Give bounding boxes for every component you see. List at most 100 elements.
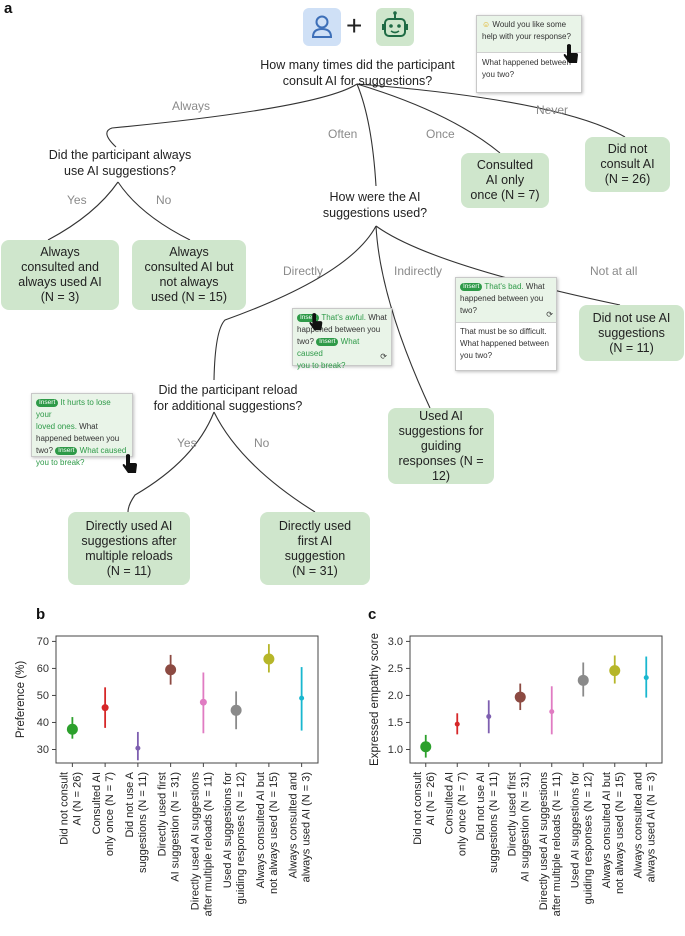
y-tick-label: 1.5	[388, 717, 403, 729]
panel-label-b: b	[36, 606, 46, 623]
x-tick-label: Directly used first	[506, 772, 518, 856]
help-prompt-header: ☺ Would you like some help with your res…	[477, 16, 581, 53]
data-point	[299, 695, 305, 701]
data-point	[263, 653, 275, 665]
x-tick-label: AI suggestion (N = 31)	[519, 772, 531, 882]
edge-label-no1: No	[156, 193, 172, 207]
reload-icon: ⟳	[380, 352, 387, 361]
suggestion-card-bad-body: That must be so difficult. What happened…	[460, 327, 549, 360]
x-tick-label: Always consulted and	[632, 772, 644, 878]
data-point	[420, 741, 432, 753]
data-point	[199, 698, 207, 706]
edge-label-always: Always	[172, 99, 211, 113]
question-always-use: Did the participant always use AI sugges…	[48, 148, 192, 178]
x-tick-label: suggestions (N = 11)	[488, 772, 500, 873]
insert-pill: Insert	[36, 399, 59, 407]
y-tick-label: 2.0	[388, 690, 403, 702]
panel-label-c: c	[368, 606, 377, 623]
x-tick-label: always used AI (N = 3)	[301, 772, 313, 882]
participant-icon	[303, 8, 341, 46]
y-tick-label: 2.5	[388, 663, 403, 675]
edge-label-not-at-all: Not at all	[590, 264, 638, 278]
edge-label-yes1: Yes	[67, 193, 87, 207]
edge-label-directly: Directly	[283, 264, 324, 278]
data-point	[514, 691, 526, 703]
x-tick-label: Directly used AI suggestions	[538, 772, 550, 911]
x-tick-label: only once (N = 7)	[456, 772, 468, 856]
data-point	[486, 714, 492, 720]
x-tick-label: always used AI (N = 3)	[645, 772, 657, 882]
edge-no2-line	[213, 411, 316, 513]
data-point	[549, 709, 555, 715]
x-tick-label: Used AI suggestions for	[222, 772, 234, 889]
edge-not-at-all-line	[375, 225, 621, 306]
data-point	[66, 723, 78, 735]
x-tick-label: AI suggestion (N = 31)	[170, 772, 182, 882]
help-prompt-card: ☺ Would you like some help with your res…	[476, 15, 582, 93]
insert-pill: Insert	[55, 447, 78, 455]
edge-often-line	[356, 83, 377, 187]
edge-label-yes2: Yes	[177, 436, 197, 450]
x-tick-label: after multiple reloads (N = 11)	[202, 772, 214, 916]
y-tick-label: 70	[37, 636, 49, 648]
help-prompt-line2: help with your response?	[482, 32, 571, 41]
data-point	[609, 665, 621, 677]
x-tick-label: Used AI suggestions for	[569, 772, 581, 889]
y-tick-label: 1.0	[388, 744, 403, 756]
pointer-hand-icon	[122, 454, 137, 473]
x-tick-label: Consulted AI	[443, 772, 455, 834]
root-question: How many times did the participant consu…	[260, 58, 455, 88]
edge-label-no2: No	[254, 436, 270, 450]
y-tick-label: 60	[37, 663, 49, 675]
x-tick-label: not always used (N = 15)	[614, 772, 626, 894]
data-point	[135, 745, 141, 751]
edge-label-never: Never	[536, 103, 569, 117]
x-tick-label: guiding responses (N = 12)	[582, 772, 594, 904]
edge-label-often: Often	[328, 127, 358, 141]
x-tick-label: guiding responses (N = 12)	[235, 772, 247, 904]
edge-never-line	[356, 83, 626, 138]
pointer-hand-icon	[309, 313, 323, 331]
help-prompt-body: What happened between you two?	[482, 58, 571, 79]
panel-label-a: a	[4, 0, 13, 17]
x-tick-label: AI (N = 26)	[425, 772, 437, 826]
x-tick-label: not always used (N = 15)	[268, 772, 280, 894]
insert-pill: Insert	[460, 283, 483, 291]
help-prompt-line1: Would you like some	[492, 20, 567, 29]
y-tick-label: 30	[37, 744, 49, 756]
plot-frame	[55, 635, 319, 764]
x-tick-label: only once (N = 7)	[104, 772, 116, 856]
question-how-used: How were the AI suggestions used?	[322, 190, 428, 220]
pointer-hand-icon	[563, 44, 578, 63]
suggestion-card-hurts: Insert It hurts to lose your loved ones.…	[31, 393, 137, 473]
suggestion-card-awful: Insert That's awful. What happened betwe…	[292, 308, 392, 370]
x-tick-label: Consulted AI	[91, 772, 103, 834]
x-tick-label: Did not use A	[124, 771, 136, 837]
edge-once-line	[356, 83, 501, 154]
y-tick-label: 50	[37, 690, 49, 702]
data-point	[577, 674, 589, 686]
plot-frame	[409, 635, 663, 764]
x-tick-label: Always consulted and	[288, 772, 300, 878]
y-tick-label: 40	[37, 717, 49, 729]
x-tick-label: Did not consult	[412, 772, 424, 845]
smile-icon: ☺	[482, 20, 491, 29]
edge-yes1-line	[47, 181, 119, 241]
x-tick-label: Always consulted AI but	[601, 772, 613, 888]
x-tick-label: Did not consult	[58, 772, 70, 845]
suggestion-card-bad-top: Insert That's bad. What happened between…	[456, 278, 556, 323]
x-tick-label: Directly used first	[157, 772, 169, 856]
data-point	[643, 675, 649, 681]
edge-directly-line	[213, 225, 377, 381]
edge-no1-line	[117, 181, 191, 241]
data-point	[165, 664, 177, 676]
